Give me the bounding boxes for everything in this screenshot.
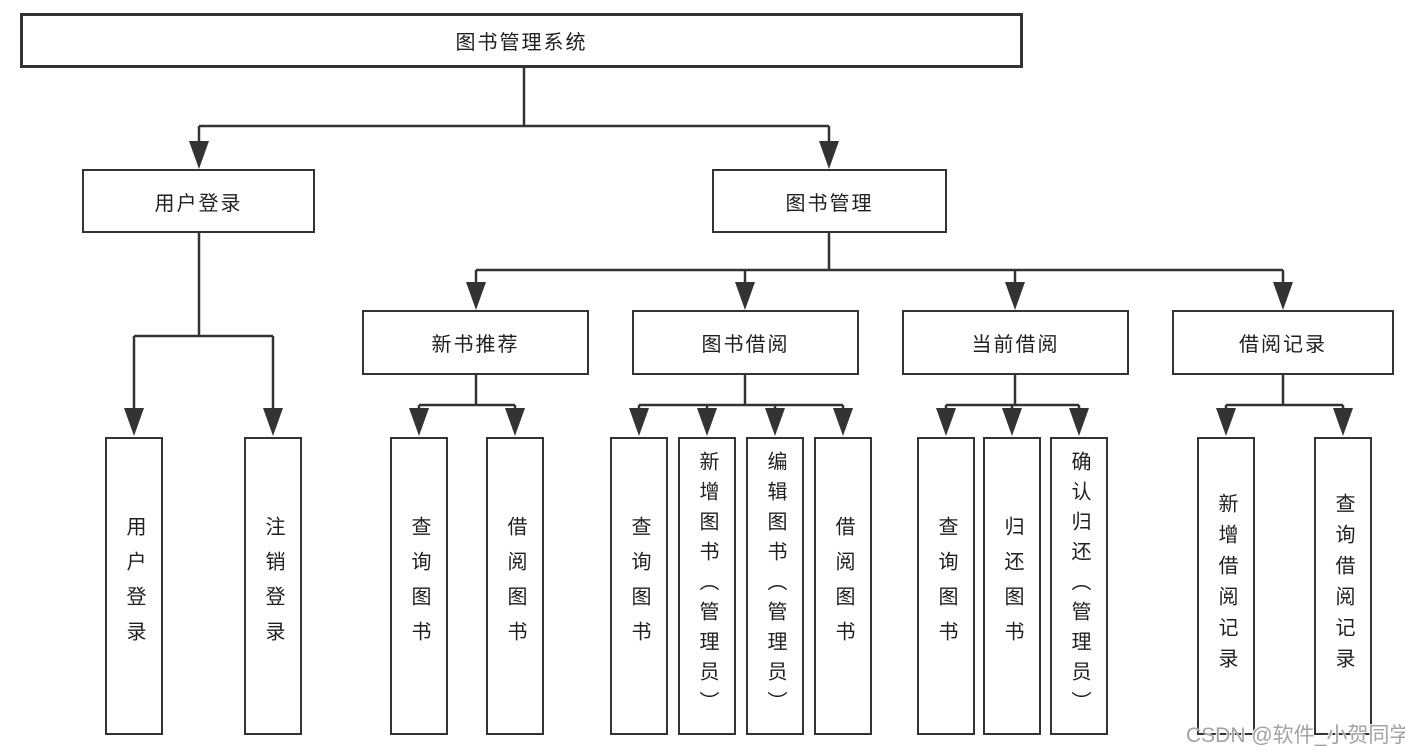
leaf-add-books-admin: 新增图书（管理员） (678, 437, 736, 735)
node-book-borrowing: 图书借阅 (632, 310, 859, 375)
leaf-confirm-return-admin: 确认归还（管理员） (1050, 437, 1108, 735)
leaf-borrow-books-newbook: 借阅图书 (486, 437, 544, 735)
leaf-query-borrow-record: 查询借阅记录 (1314, 437, 1372, 735)
node-library-system: 图书管理系统 (20, 13, 1023, 68)
leaf-user-login: 用户登录 (105, 437, 163, 735)
leaf-logout: 注销登录 (244, 437, 302, 735)
leaf-borrow-books-borrowing-text: 借阅图书 (832, 516, 854, 656)
node-book-management: 图书管理 (712, 169, 947, 233)
leaf-return-books-text: 归还图书 (1001, 516, 1023, 656)
leaf-edit-books-admin: 编辑图书（管理员） (746, 437, 804, 735)
node-user-login: 用户登录 (82, 169, 315, 233)
leaf-query-books-current-text: 查询图书 (935, 516, 957, 656)
leaf-add-books-admin-text: 新增图书（管理员） (696, 451, 718, 721)
leaf-query-books-newbook: 查询图书 (390, 437, 448, 735)
leaf-edit-books-admin-text: 编辑图书（管理员） (764, 451, 786, 721)
node-borrowing-records: 借阅记录 (1172, 310, 1394, 375)
arrowhead-icons (124, 141, 1353, 436)
leaf-user-login-text: 用户登录 (123, 516, 145, 656)
leaf-confirm-return-admin-text: 确认归还（管理员） (1068, 451, 1090, 721)
leaf-borrow-books-borrowing: 借阅图书 (814, 437, 872, 735)
node-new-book-recommend: 新书推荐 (362, 310, 589, 375)
leaf-add-borrow-record: 新增借阅记录 (1197, 437, 1255, 735)
leaf-query-books-newbook-text: 查询图书 (408, 516, 430, 656)
node-current-borrowing: 当前借阅 (902, 310, 1129, 375)
csdn-watermark: CSDN @软件_小贺同学 (1186, 724, 1405, 747)
leaf-query-books-borrowing: 查询图书 (610, 437, 668, 735)
leaf-logout-text: 注销登录 (262, 516, 284, 656)
leaf-return-books: 归还图书 (983, 437, 1041, 735)
leaf-query-books-current: 查询图书 (917, 437, 975, 735)
leaf-borrow-books-newbook-text: 借阅图书 (504, 516, 526, 656)
leaf-query-books-borrowing-text: 查询图书 (628, 516, 650, 656)
leaf-query-borrow-record-text: 查询借阅记录 (1332, 493, 1354, 679)
leaf-add-borrow-record-text: 新增借阅记录 (1215, 493, 1237, 679)
